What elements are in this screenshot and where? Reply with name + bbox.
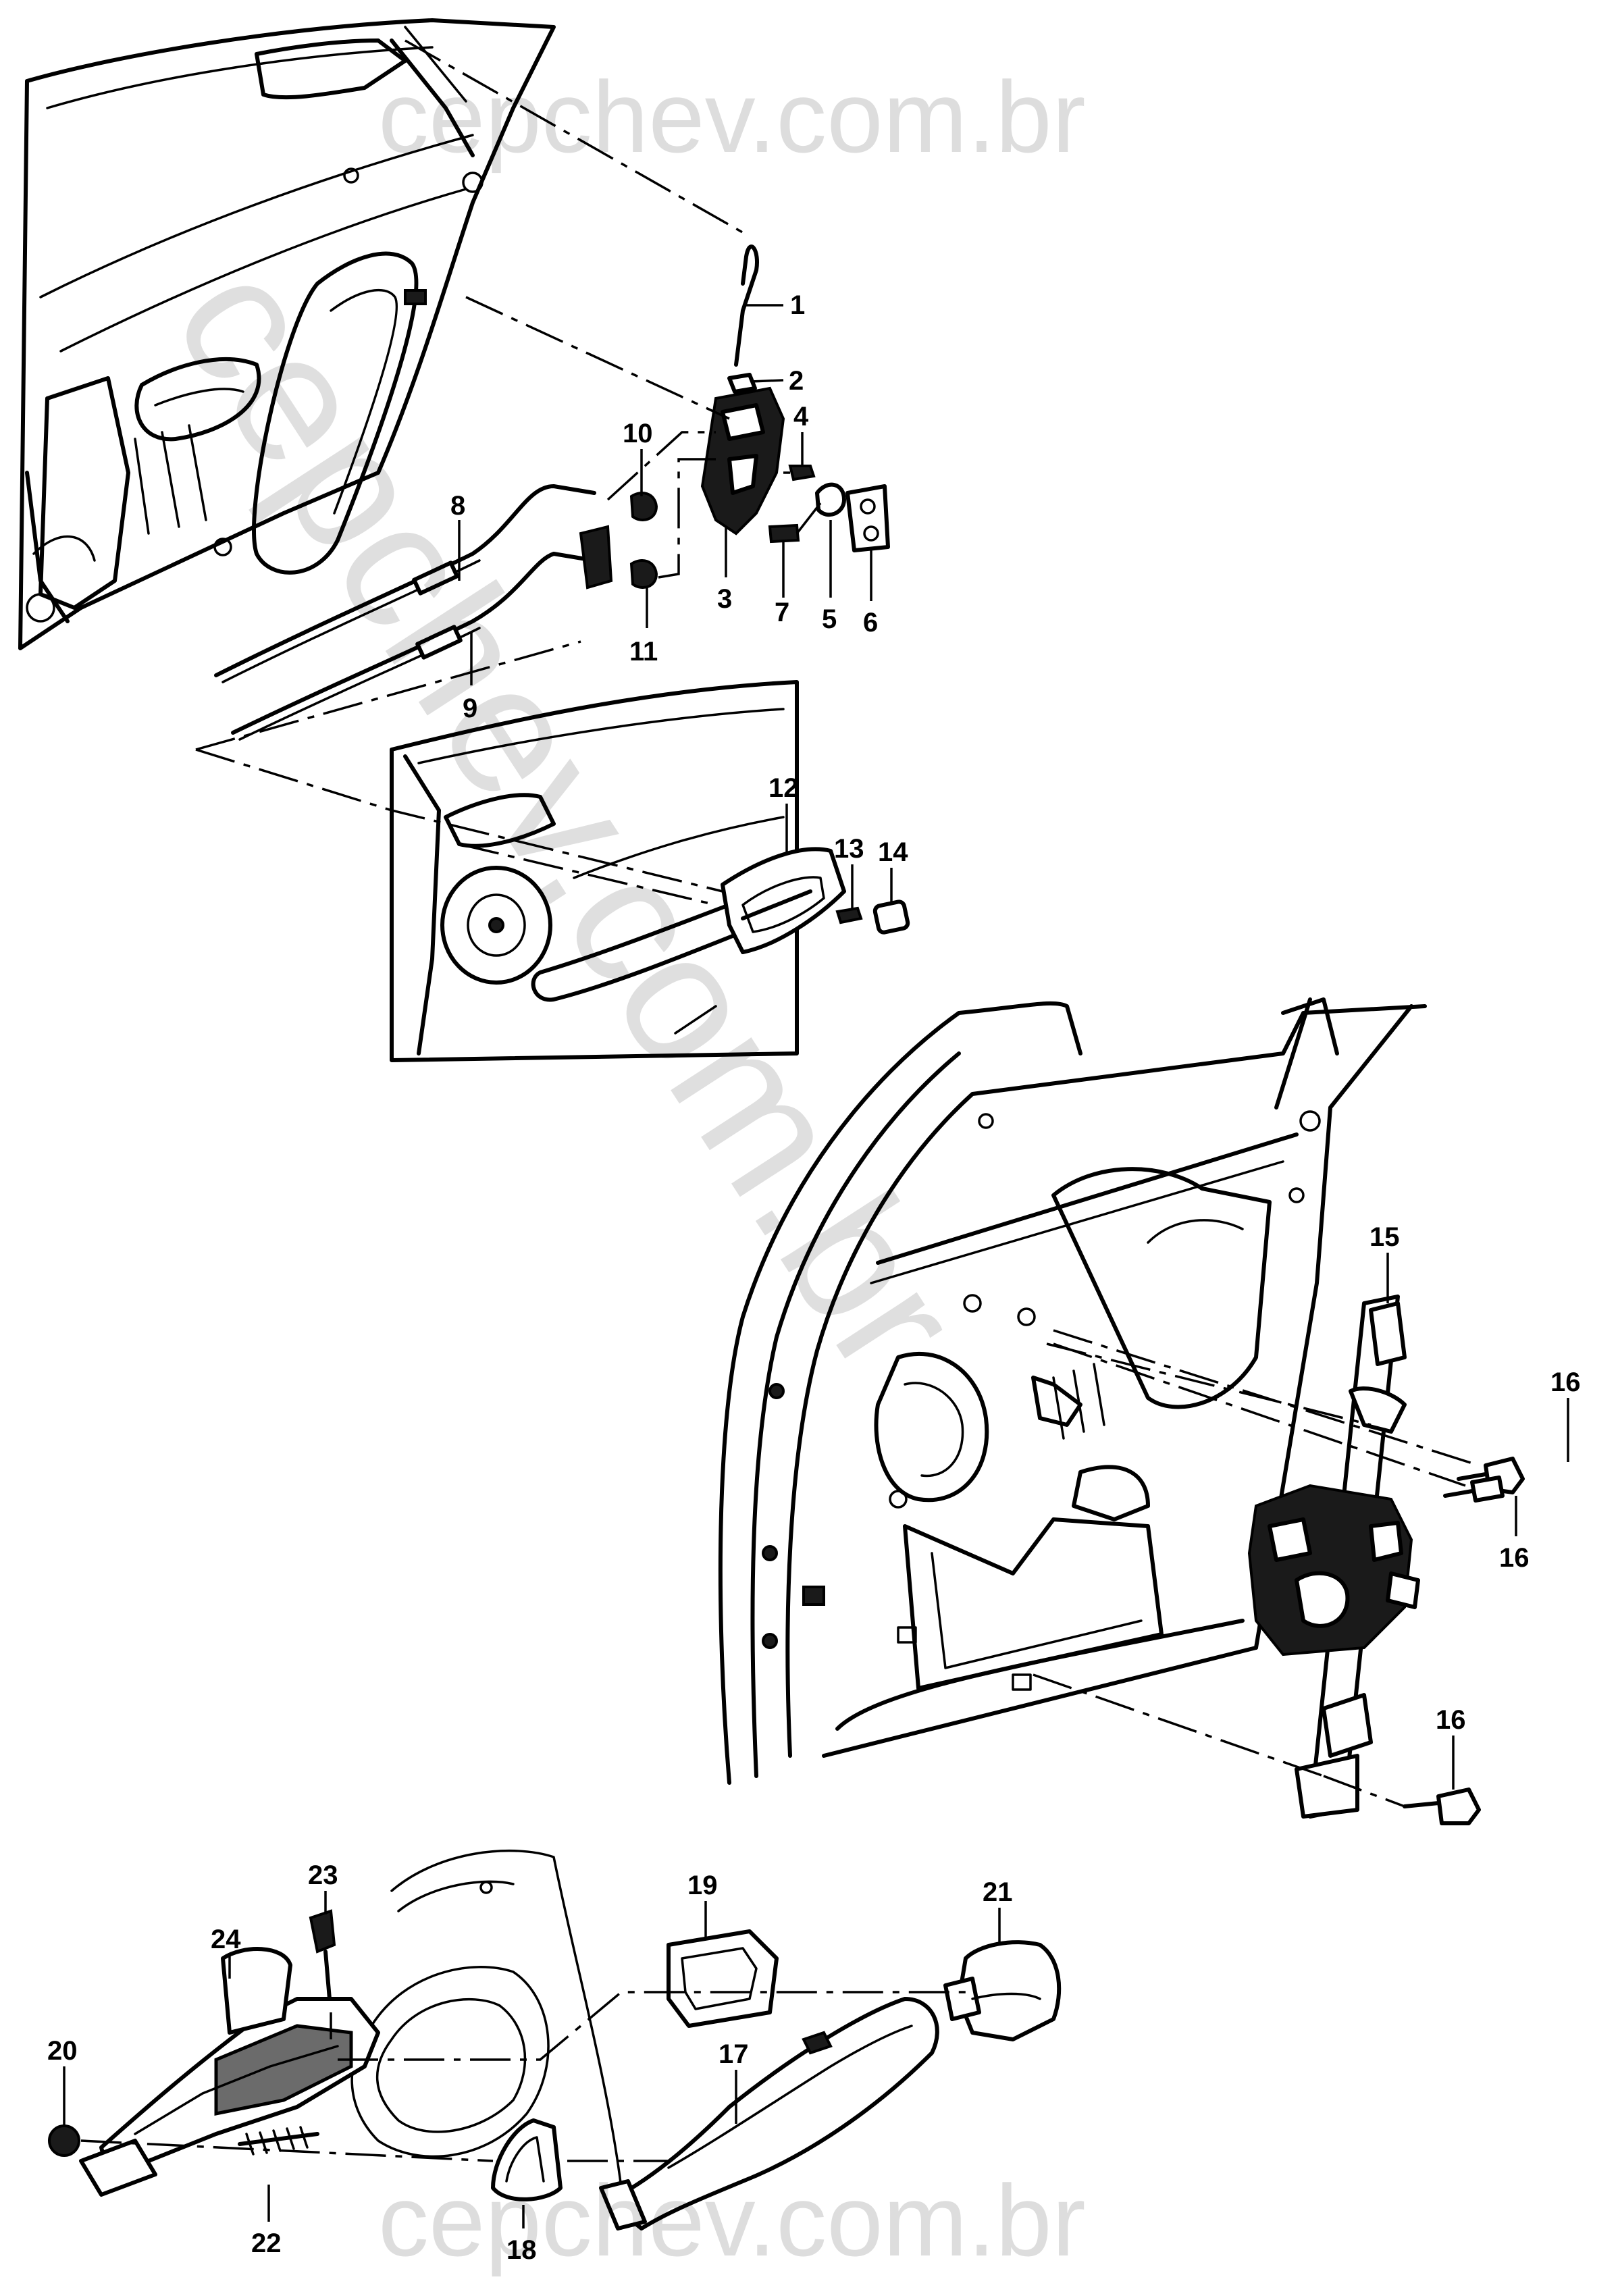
callout-21: 21 [983,1877,1013,1907]
window-motor [1247,1484,1413,1656]
handle-screw [835,906,863,924]
lock-screw-small [788,465,816,481]
inner-door-panel [195,640,910,1062]
regulator-bolt-2 [1470,1476,1505,1503]
callout-19: 19 [687,1871,718,1900]
lock-rod [734,244,759,367]
callout-4: 4 [793,402,809,432]
watermark-diagonal: cepchev.com.br [135,228,999,1407]
callout-16-b: 16 [1499,1543,1530,1573]
callout-leaders [63,304,1569,2228]
callout-22: 22 [251,2228,282,2258]
callout-14: 14 [878,837,908,867]
callout-10: 10 [623,419,653,448]
callout-8: 8 [450,491,465,521]
window-regulator [1033,1295,1525,1825]
callout-15: 15 [1369,1222,1400,1252]
outside-door-handle [606,1997,939,2230]
nut-upper [629,492,658,521]
callout-24: 24 [211,1925,241,1954]
outside-handle-assembly [48,1849,1062,2230]
release-cable-upper [214,484,596,677]
striker-plate [845,484,890,552]
nut-lower [629,559,658,589]
callout-17: 17 [719,2039,749,2069]
watermark-top: cepchev.com.br [378,60,1086,174]
callout-2: 2 [789,366,804,396]
callout-5: 5 [822,604,837,634]
callout-7: 7 [775,598,789,627]
callout-20: 20 [47,2036,78,2066]
callout-1: 1 [790,290,805,320]
lock-cylinder-cover [957,1940,1062,2041]
callout-23: 23 [308,1860,338,1890]
lock-screw [768,523,800,544]
rod-clip [727,373,757,394]
watermark-bottom: cepchev.com.br [378,2164,1086,2277]
callout-12: 12 [768,773,799,803]
watermarks: cepchev.com.br cepchev.com.br cepchev.co… [135,60,1085,2277]
handle-screw-cap [872,899,910,935]
callout-13: 13 [834,834,864,864]
callout-18: 18 [506,2235,537,2265]
door-lock-assembly [214,39,890,741]
callout-11: 11 [629,637,658,667]
callout-16-a: 16 [1550,1367,1581,1397]
frame-bolt [309,1909,336,1954]
callout-numbers: 1 2 3 4 5 6 7 8 9 10 11 12 13 14 15 16 1… [47,290,1581,2265]
frame-nut [48,2124,80,2157]
callout-3: 3 [717,584,732,614]
regulator-bolt-3 [1436,1788,1481,1825]
callout-9: 9 [463,694,477,723]
callout-16-c: 16 [1436,1705,1466,1735]
callout-6: 6 [863,608,878,637]
upper-door-shell [18,18,556,650]
striker-bolt [815,482,846,517]
